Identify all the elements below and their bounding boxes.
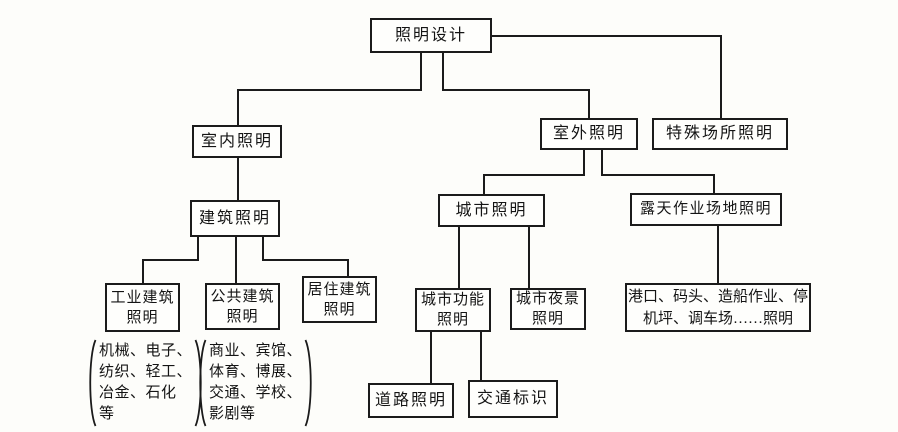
connector-root-right-drop xyxy=(442,53,444,91)
node-port-and-worksites-lighting: 港口、码头、造船作业、停 机坪、调车场……照明 xyxy=(625,283,811,332)
annotation-line: 体育、博展、 xyxy=(209,364,303,380)
node-label-line1: 城市夜景 xyxy=(515,291,580,307)
connector-root-left-drop xyxy=(420,53,422,91)
connector-city-to-nightscape xyxy=(528,227,530,288)
node-label-line2: 照明 xyxy=(436,312,469,328)
connector-outdoor-left-h xyxy=(483,174,585,176)
node-building-lighting: 建筑照明 xyxy=(190,200,280,237)
node-residential-building-lighting: 居住建筑 照明 xyxy=(302,276,377,323)
node-city-lighting: 城市照明 xyxy=(438,194,545,227)
node-label: 特殊场所照明 xyxy=(665,125,774,142)
annotation-line: 影剧等 xyxy=(209,406,256,422)
node-label-line1: 居住建筑 xyxy=(307,281,372,298)
node-label-line2: 照明 xyxy=(323,301,356,318)
connector-root-to-outdoor-h xyxy=(442,89,590,91)
node-industrial-building-lighting: 工业建筑 照明 xyxy=(105,283,180,332)
node-city-functional-lighting: 城市功能 照明 xyxy=(415,288,491,332)
connector-indoor-to-building xyxy=(237,158,239,200)
node-city-nightscape-lighting: 城市夜景 照明 xyxy=(510,288,586,330)
connector-indoor-drop xyxy=(237,89,239,125)
node-label-line1: 城市功能 xyxy=(420,292,485,308)
connector-openair-drop xyxy=(713,174,715,194)
connector-openair-to-port xyxy=(717,225,719,283)
connector-special-drop xyxy=(720,35,722,118)
connector-root-to-special-h xyxy=(492,35,722,37)
connector-building-right-h xyxy=(262,259,349,261)
node-label: 道路照明 xyxy=(374,391,447,409)
node-outdoor-lighting: 室外照明 xyxy=(540,118,638,150)
annotation-text: 商业、宾馆、 体育、博展、 交通、学校、 影剧等 xyxy=(209,338,302,428)
connector-outdoor-drop xyxy=(588,89,590,118)
node-label-line1: 工业建筑 xyxy=(110,289,175,306)
brace-left-icon xyxy=(89,339,97,427)
node-lighting-design: 照明设计 xyxy=(370,18,492,53)
connector-outdoor-left-drop xyxy=(583,150,585,176)
connector-residential-drop xyxy=(347,259,349,277)
node-label: 露天作业场地照明 xyxy=(639,201,772,218)
connector-functional-to-road xyxy=(430,331,432,383)
node-label-line1: 港口、码头、造船作业、停 xyxy=(627,288,808,305)
node-label: 室内照明 xyxy=(200,132,273,150)
connector-outdoor-right-h xyxy=(601,174,715,176)
node-label-line1: 公共建筑 xyxy=(210,288,275,305)
node-traffic-signs: 交通标识 xyxy=(468,380,558,418)
node-label: 室外照明 xyxy=(552,125,625,142)
node-label: 照明设计 xyxy=(394,26,467,44)
node-road-lighting: 道路照明 xyxy=(368,383,454,418)
annotation-industrial-examples: 机械、电子、 纺织、轻工、 冶金、石化 等 xyxy=(86,338,205,428)
connector-public-drop xyxy=(235,237,237,283)
node-label: 建筑照明 xyxy=(198,209,271,227)
annotation-line: 交通、学校、 xyxy=(209,385,303,401)
connector-city-drop xyxy=(483,174,485,195)
annotation-line: 机械、电子、 xyxy=(99,343,193,359)
node-label-line2: 照明 xyxy=(126,309,159,326)
node-open-air-worksite-lighting: 露天作业场地照明 xyxy=(630,193,782,226)
annotation-text: 机械、电子、 纺织、轻工、 冶金、石化 等 xyxy=(99,338,192,428)
node-indoor-lighting: 室内照明 xyxy=(192,125,282,158)
connector-functional-to-traffic xyxy=(480,331,482,380)
connector-industrial-drop xyxy=(142,259,144,283)
connector-building-left-drop xyxy=(197,237,199,261)
node-label-line2: 机坪、调车场……照明 xyxy=(642,310,793,327)
node-label-line2: 照明 xyxy=(226,308,259,325)
connector-root-to-indoor-h xyxy=(237,89,422,91)
brace-left-icon xyxy=(199,339,207,427)
connector-building-left-h xyxy=(142,259,199,261)
node-special-places-lighting: 特殊场所照明 xyxy=(652,118,788,150)
annotation-public-examples: 商业、宾馆、 体育、博展、 交通、学校、 影剧等 xyxy=(196,338,315,428)
brace-right-icon xyxy=(304,339,312,427)
node-label-line2: 照明 xyxy=(531,311,564,327)
connector-building-right-drop xyxy=(262,237,264,261)
node-label: 交通标识 xyxy=(476,390,549,407)
node-label: 城市照明 xyxy=(455,201,528,219)
annotation-line: 等 xyxy=(99,406,115,422)
annotation-line: 商业、宾馆、 xyxy=(209,343,303,359)
connector-city-to-functional xyxy=(458,227,460,288)
annotation-line: 纺织、轻工、 xyxy=(99,364,193,380)
connector-outdoor-right-drop xyxy=(601,150,603,176)
node-public-building-lighting: 公共建筑 照明 xyxy=(205,283,280,330)
annotation-line: 冶金、石化 xyxy=(99,385,177,401)
